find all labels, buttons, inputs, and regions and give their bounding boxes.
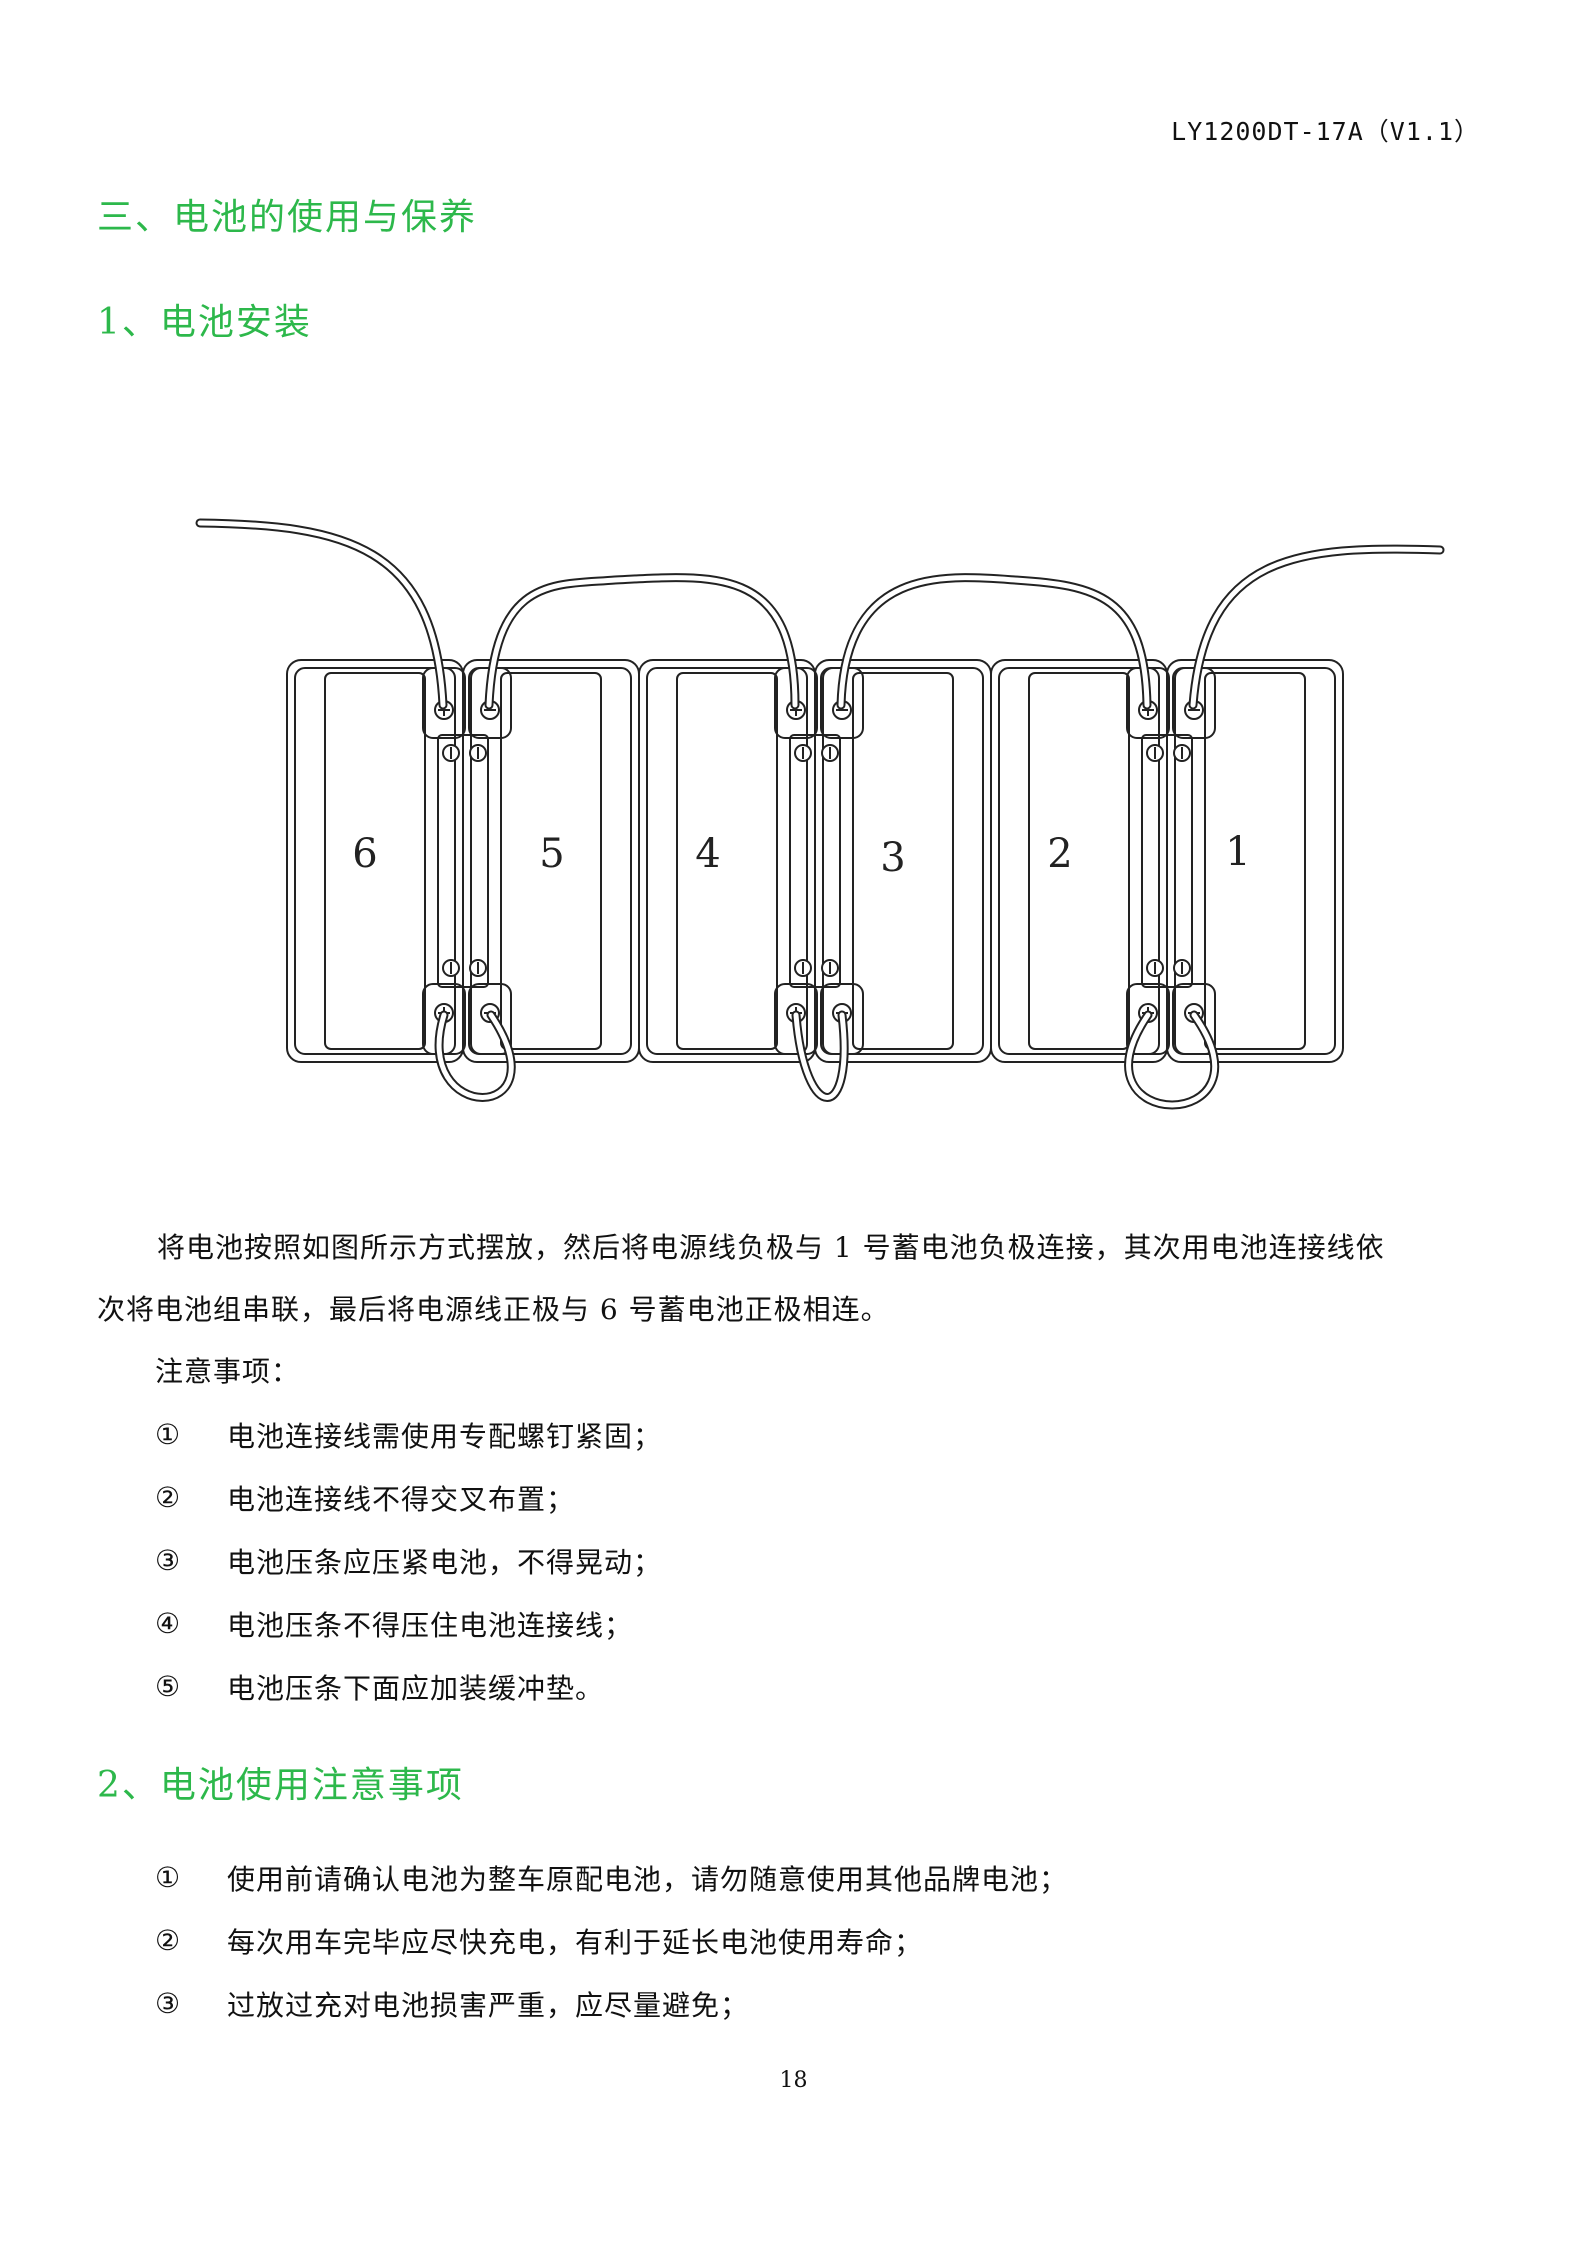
- list-number: ③: [155, 1544, 182, 1577]
- battery-label-2: 2: [1047, 831, 1072, 877]
- list-item: ④ 电池压条不得压住电池连接线；: [155, 1592, 662, 1655]
- notes-label: 注意事项：: [155, 1355, 301, 1388]
- list-text: 电池压条不得压住电池连接线；: [227, 1608, 634, 1642]
- list-item: ② 每次用车完毕应尽快充电，有利于延长电池使用寿命；: [155, 1909, 1068, 1972]
- list-text: 电池连接线不得交叉布置；: [227, 1482, 576, 1516]
- install-paragraph-line-2: 次将电池组串联，最后将电源线正极与 6 号蓄电池正极相连。: [97, 1293, 890, 1326]
- list-number: ②: [155, 1924, 182, 1957]
- terminals: [434, 700, 1204, 1023]
- list-text: 使用前请确认电池为整车原配电池，请勿随意使用其他品牌电池；: [227, 1862, 1069, 1896]
- subsection-title-usage: 2、电池使用注意事项: [97, 1765, 464, 1806]
- list-item: ② 电池连接线不得交叉布置；: [155, 1466, 662, 1529]
- list-text: 电池连接线需使用专配螺钉紧固；: [227, 1419, 663, 1453]
- list-number: ①: [155, 1861, 182, 1894]
- document-code: LY1200DT-17A（V1.1）: [1171, 117, 1480, 146]
- list-text: 每次用车完毕应尽快充电，有利于延长电池使用寿命；: [227, 1925, 924, 1959]
- list-number: ④: [155, 1607, 182, 1640]
- battery-label-1: 1: [1225, 829, 1250, 875]
- list-number: ①: [155, 1418, 182, 1451]
- list-item: ③ 过放过充对电池损害严重，应尽量避免；: [155, 1972, 1068, 2035]
- subsection-title-installation: 1、电池安装: [97, 302, 312, 343]
- battery-label-6: 6: [352, 831, 377, 877]
- list-number: ②: [155, 1481, 182, 1514]
- list-number: ③: [155, 1987, 182, 2020]
- list-item: ① 电池连接线需使用专配螺钉紧固；: [155, 1403, 662, 1466]
- battery-label-4: 4: [695, 831, 720, 877]
- battery-1: [1166, 659, 1344, 1063]
- page-number: 18: [779, 2068, 808, 2093]
- list-item: ③ 电池压条应压紧电池，不得晃动；: [155, 1529, 662, 1592]
- battery-label-5: 5: [539, 831, 564, 877]
- usage-notes-list: ① 使用前请确认电池为整车原配电池，请勿随意使用其他品牌电池； ② 每次用车完毕应尽…: [155, 1846, 1068, 2035]
- battery-2: [990, 659, 1168, 1063]
- list-text: 电池压条应压紧电池，不得晃动；: [227, 1545, 663, 1579]
- installation-notes-list: ① 电池连接线需使用专配螺钉紧固； ② 电池连接线不得交叉布置； ③ 电池压条应压紧电…: [155, 1403, 662, 1718]
- list-item: ⑤ 电池压条下面应加装缓冲垫。: [155, 1655, 662, 1718]
- list-item: ① 使用前请确认电池为整车原配电池，请勿随意使用其他品牌电池；: [155, 1846, 1068, 1909]
- battery-wiring-diagram: 6 5 4 3 2 1: [195, 518, 1445, 1110]
- install-paragraph-line-1: 将电池按照如图所示方式摆放，然后将电源线负极与 1 号蓄电池负极连接，其次用电池…: [157, 1231, 1385, 1264]
- list-text: 电池压条下面应加装缓冲垫。: [227, 1671, 605, 1705]
- install-paragraph: 将电池按照如图所示方式摆放，然后将电源线负极与 1 号蓄电池负极连接，其次用电池…: [97, 1217, 1497, 1341]
- section-title: 三、电池的使用与保养: [97, 197, 478, 238]
- list-number: ⑤: [155, 1670, 182, 1703]
- battery-label-3: 3: [880, 835, 905, 881]
- battery-4: [638, 659, 816, 1063]
- list-text: 过放过充对电池损害严重，应尽量避免；: [227, 1988, 750, 2022]
